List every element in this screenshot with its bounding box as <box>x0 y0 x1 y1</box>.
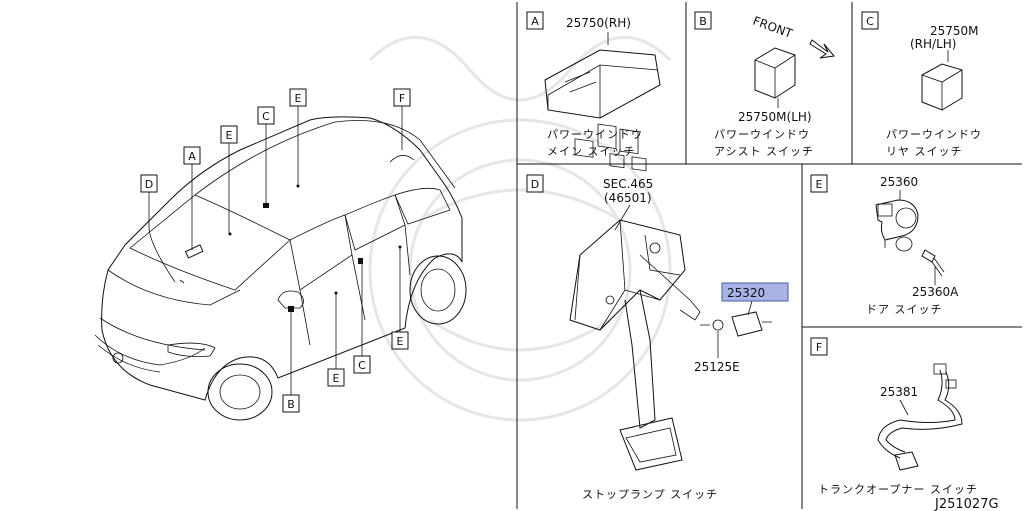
part-rh-lh: (RH/LH) <box>910 37 956 51</box>
panel-b-letter: B <box>699 15 707 28</box>
panel-e-letter: E <box>816 178 823 191</box>
part-25381: 25381 <box>880 385 918 399</box>
panel-b-name-1: パワーウインドウ <box>714 128 810 141</box>
diagram-id: J251027G <box>934 497 999 511</box>
panel-d-letter: D <box>531 178 539 191</box>
part-25125e: 25125E <box>694 360 740 374</box>
svg-text:D: D <box>145 178 153 191</box>
callout-e-1: E <box>220 125 238 144</box>
front-arrow-icon <box>809 39 835 59</box>
svg-text:E: E <box>333 372 340 385</box>
callout-e-2: E <box>289 88 307 107</box>
sec-46501-label: (46501) <box>604 191 652 205</box>
svg-text:F: F <box>399 92 405 105</box>
part-25750m: 25750M <box>930 24 979 38</box>
callout-c-1: C <box>257 106 275 125</box>
callout-a: A <box>183 146 201 165</box>
panel-b-name-2: アシスト スイッチ <box>714 145 814 158</box>
panel-c: C 25750M (RH/LH) パワーウインドウ リヤ スイッチ <box>861 11 982 158</box>
svg-text:E: E <box>397 335 404 348</box>
callout-b: B <box>282 394 300 413</box>
callout-d: D <box>140 174 158 193</box>
panel-c-letter: C <box>866 15 874 28</box>
panel-a: A 25750(RH) パワーウインドウ メイン スイッチ <box>526 11 661 172</box>
part-25750m-lh: 25750M(LH) <box>738 110 812 124</box>
front-label: FRONT <box>751 14 795 41</box>
panel-d-name: ストップランプ スイッチ <box>582 488 718 501</box>
panel-b: B FRONT 25750M(LH) パワーウインドウ アシスト スイッチ <box>694 11 835 158</box>
part-25750-rh: 25750(RH) <box>566 16 631 30</box>
car-leader-lines <box>148 106 403 395</box>
panel-f: F 25381 トランクオープナー スイッチ <box>810 337 978 496</box>
panel-grid <box>516 2 1022 509</box>
panel-a-name-2: メイン スイッチ <box>547 145 636 158</box>
car-callouts: D A E C E F C E <box>140 88 411 413</box>
svg-text:B: B <box>287 398 295 411</box>
panel-c-name-2: リヤ スイッチ <box>886 145 963 158</box>
panel-f-name: トランクオープナー スイッチ <box>818 483 978 496</box>
sec-465-label: SEC.465 <box>603 177 653 191</box>
car-illustration <box>94 116 467 421</box>
panel-e: E 25360 25360A ドア スイッチ <box>810 174 959 316</box>
svg-text:C: C <box>262 110 270 123</box>
callout-f: F <box>393 88 411 107</box>
panel-a-letter: A <box>531 15 539 28</box>
svg-text:E: E <box>226 129 233 142</box>
panel-a-name-1: パワーウインドウ <box>547 128 643 141</box>
panel-f-letter: F <box>816 341 822 354</box>
watermark-emblem <box>368 35 672 422</box>
panel-d: D SEC.465 (46501) 25320 25125E ストップランプ ス… <box>526 174 789 501</box>
part-25360: 25360 <box>880 175 918 189</box>
callout-e-4: E <box>391 331 409 350</box>
callout-c-2: C <box>353 355 371 374</box>
svg-text:C: C <box>358 359 366 372</box>
panel-c-name-1: パワーウインドウ <box>886 128 982 141</box>
svg-text:E: E <box>295 92 302 105</box>
part-25360a: 25360A <box>912 285 959 299</box>
panel-e-name: ドア スイッチ <box>866 303 943 316</box>
callout-e-3: E <box>327 368 345 387</box>
part-25320-highlight <box>721 282 789 302</box>
part-25320: 25320 <box>727 286 765 300</box>
svg-text:A: A <box>188 150 196 163</box>
